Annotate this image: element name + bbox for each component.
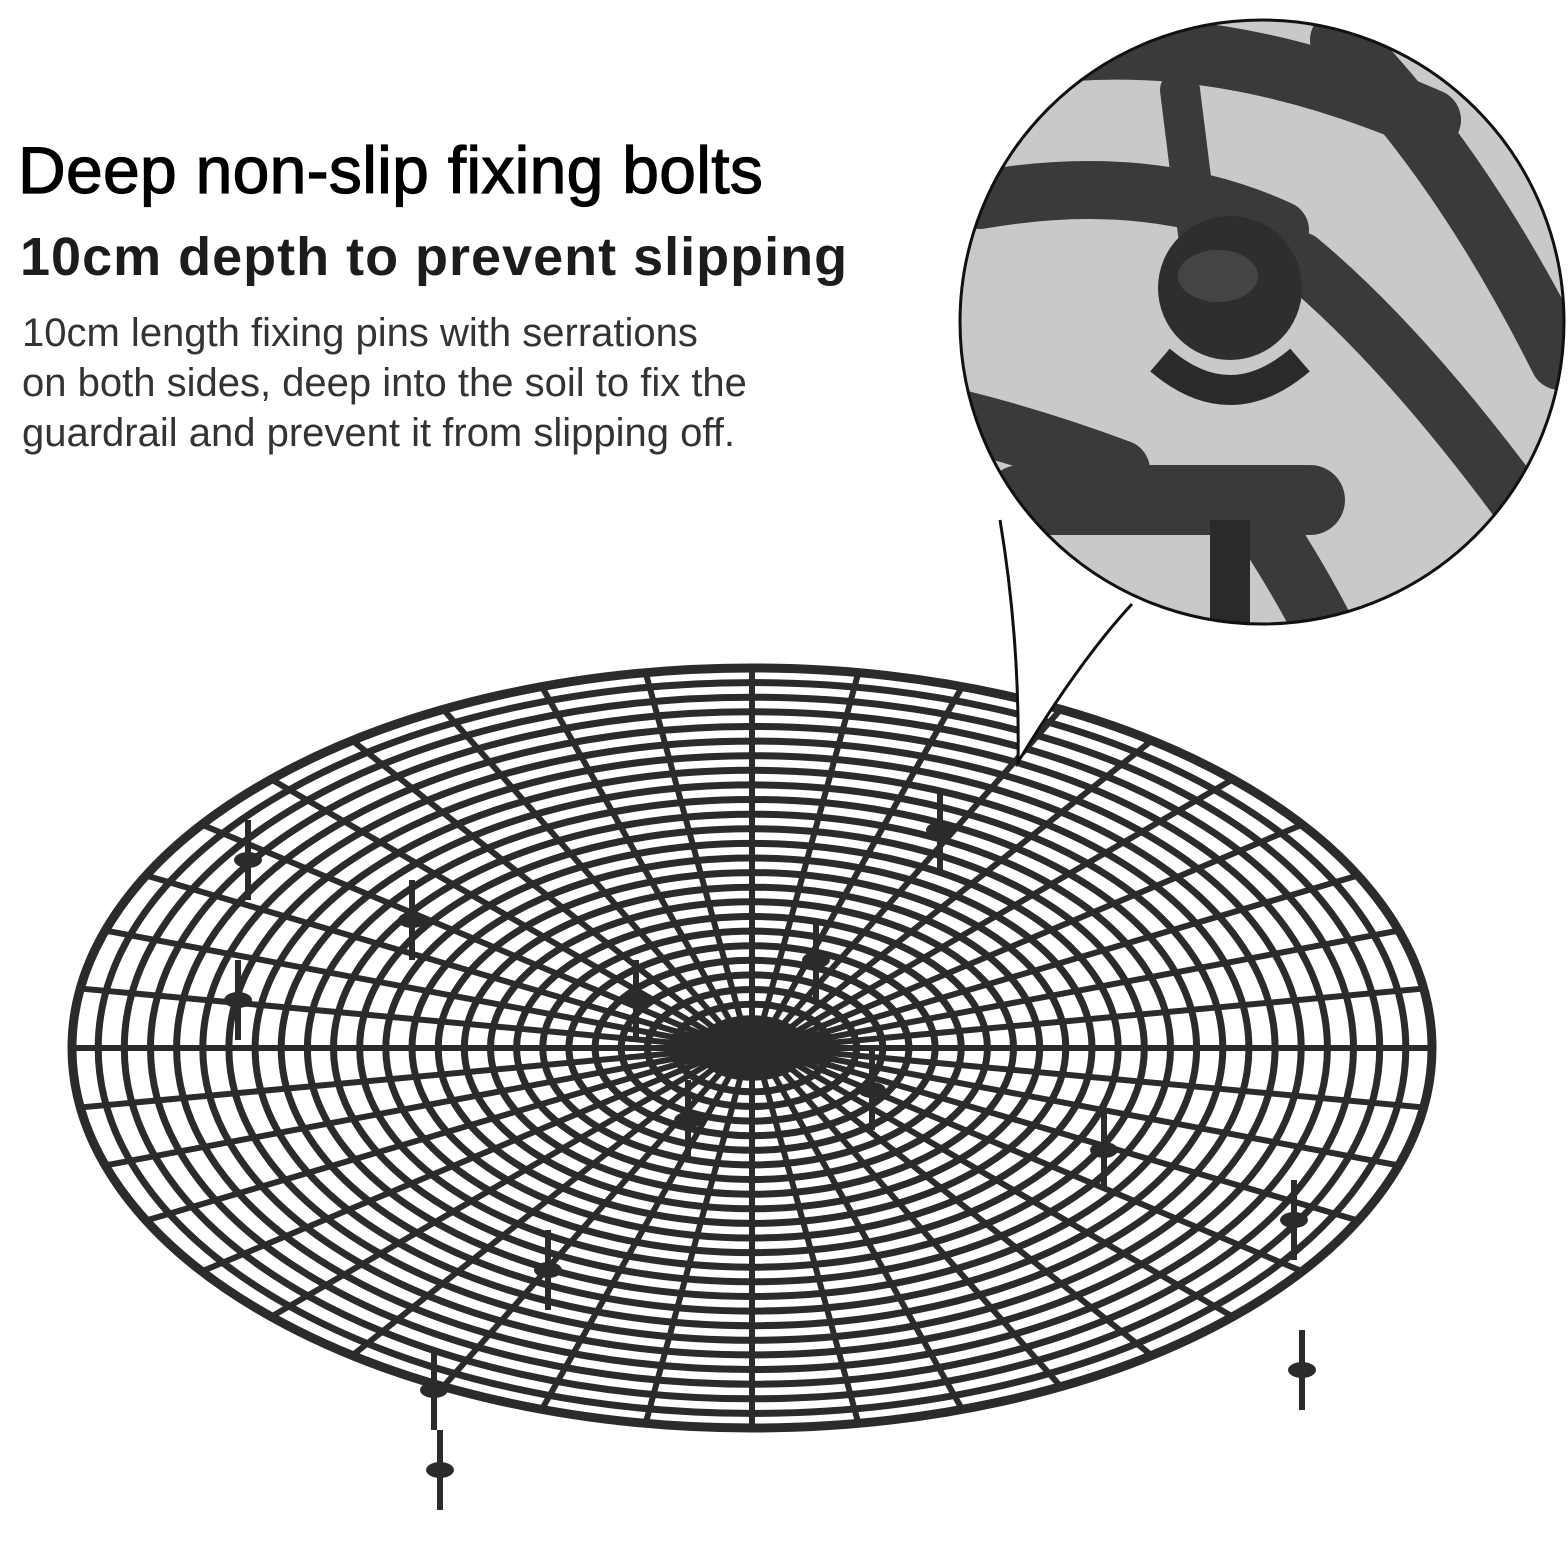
center-hub (684, 1022, 820, 1074)
fixing-bolt-closeup-icon (958, 18, 1566, 768)
callout-tail (998, 519, 1134, 768)
headline: Deep non-slip fixing bolts (17, 132, 764, 207)
description-line-3: guardrail and prevent it from slipping o… (22, 411, 735, 455)
description-line-2: on both sides, deep into the soil to fix… (22, 361, 747, 405)
description-line-1: 10cm length fixing pins with serrations (22, 311, 698, 355)
round-plant-guard-grid-icon (67, 663, 1437, 1510)
subheadline: 10cm depth to prevent slipping (20, 227, 849, 287)
description: 10cm length fixing pins with serrations … (22, 308, 922, 458)
